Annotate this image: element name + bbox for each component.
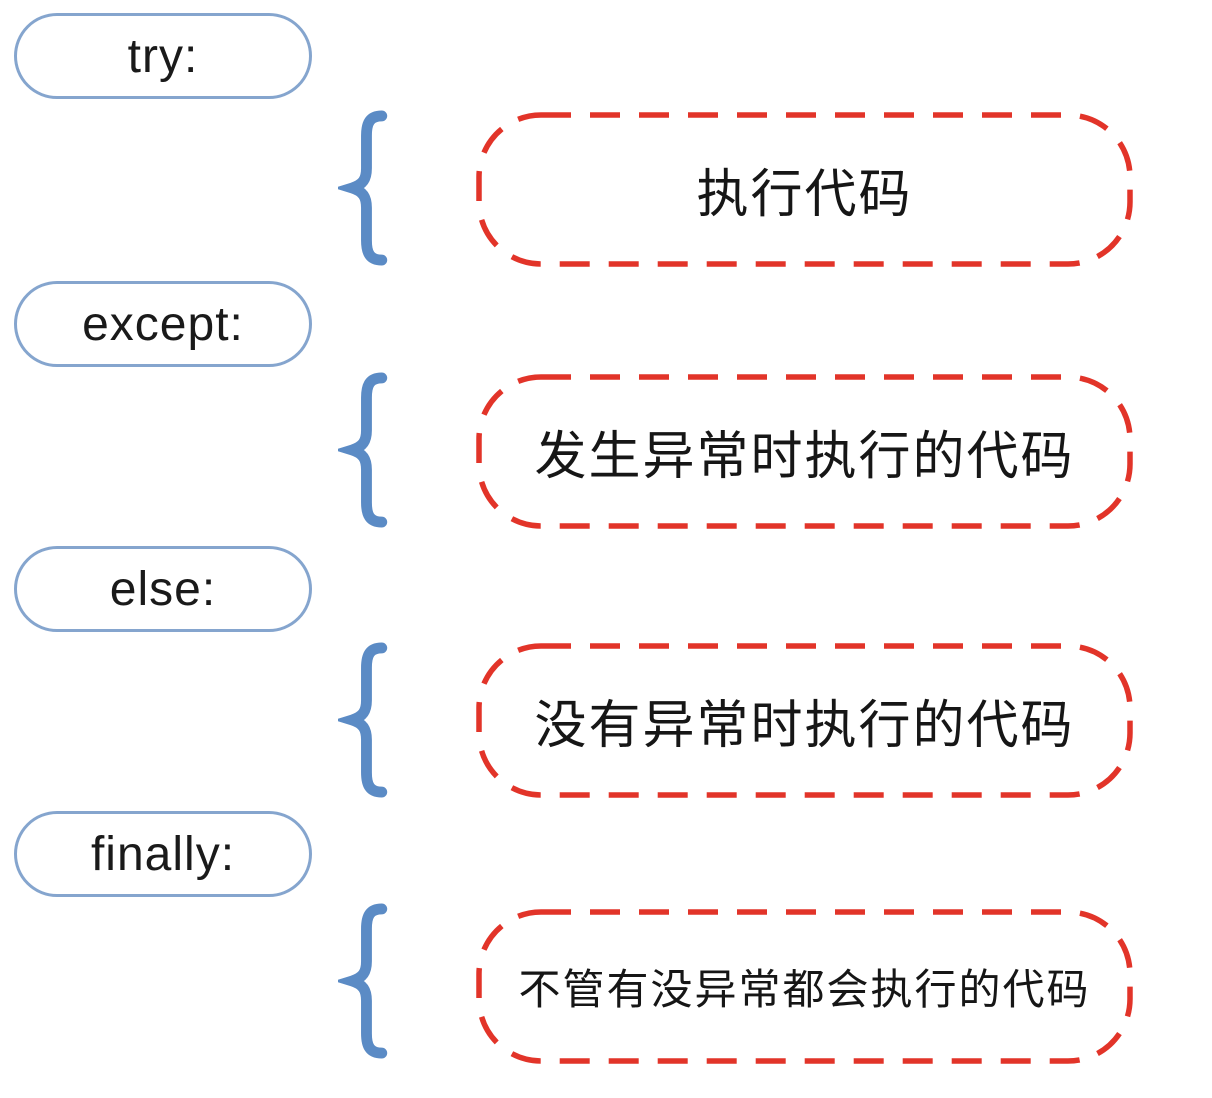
keyword-pill-try: try: <box>14 13 312 99</box>
code-box-finally: 不管有没异常都会执行的代码 <box>476 909 1133 1064</box>
dashed-border <box>476 374 1133 529</box>
keyword-label-except: except: <box>82 297 244 351</box>
keyword-label-try: try: <box>127 29 199 83</box>
code-description-try: 执行代码 <box>696 166 913 224</box>
keyword-pill-else: else: <box>14 546 312 632</box>
code-description-finally: 不管有没异常都会执行的代码 <box>518 966 1091 1013</box>
dashed-border <box>476 909 1133 1064</box>
code-box-try: 执行代码 <box>476 112 1133 267</box>
curly-brace-icon <box>338 902 390 1060</box>
code-box-except: 发生异常时执行的代码 <box>476 374 1133 529</box>
code-box-else: 没有异常时执行的代码 <box>476 643 1133 798</box>
code-description-else: 没有异常时执行的代码 <box>534 697 1075 755</box>
dashed-border <box>476 112 1133 267</box>
dashed-border <box>476 643 1133 798</box>
curly-brace-icon <box>338 641 390 799</box>
curly-brace-icon <box>338 371 390 529</box>
keyword-pill-finally: finally: <box>14 811 312 897</box>
keyword-label-else: else: <box>109 562 217 616</box>
code-description-except: 发生异常时执行的代码 <box>534 428 1075 486</box>
curly-brace-icon <box>338 109 390 267</box>
keyword-label-finally: finally: <box>90 827 236 881</box>
keyword-pill-except: except: <box>14 281 312 367</box>
